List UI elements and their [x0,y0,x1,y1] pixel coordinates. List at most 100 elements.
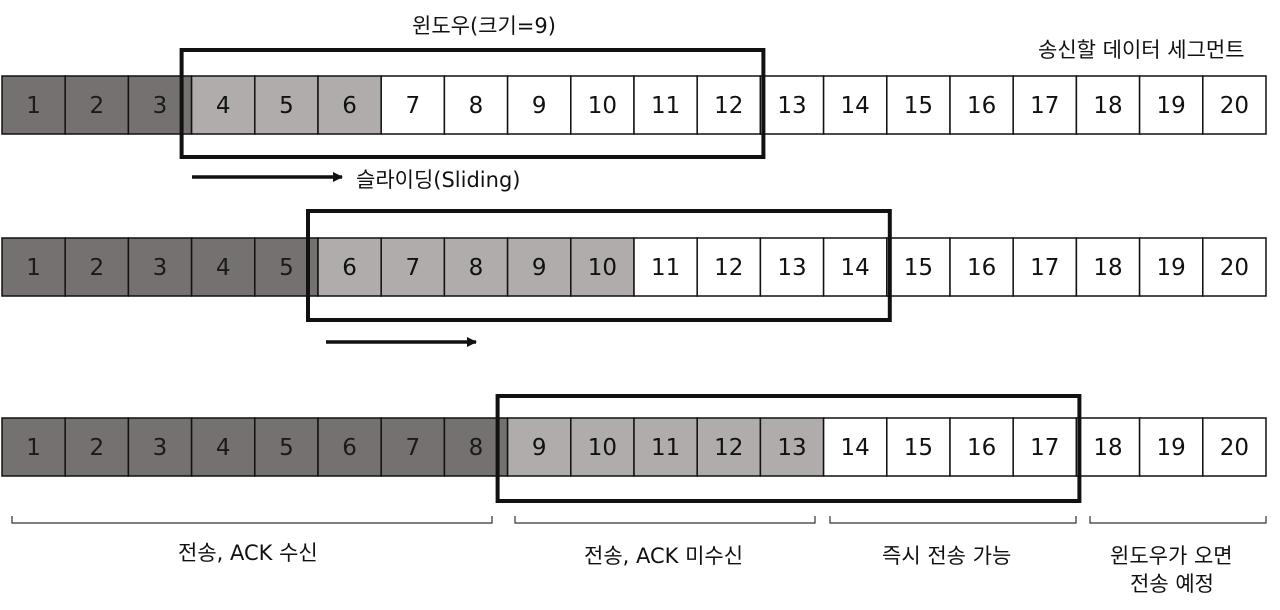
segment-cell [570,75,635,135]
segment-cell [1012,417,1078,477]
segment-number: 13 [777,435,806,461]
segment-number: 11 [651,255,680,281]
segment-cell [1012,237,1078,297]
segment-number: 13 [777,255,806,281]
segment-cell [949,75,1014,135]
segment-number: 18 [1093,435,1122,461]
sliding-window-frame [306,209,892,322]
segment-cell [64,75,130,135]
segment-cell [254,75,319,135]
segment-number: 20 [1220,255,1249,281]
segment-number: 6 [342,255,357,281]
segment-number: 15 [904,93,933,119]
segment-number: 20 [1220,93,1249,119]
segment-cell [380,75,446,135]
segment-cell [127,237,193,297]
segment-cell [1,237,66,297]
segment-cell [1,75,66,135]
segment-number: 6 [342,435,357,461]
segment-number: 8 [469,435,484,461]
segment-number: 8 [469,255,484,281]
segment-cell [443,75,509,135]
segment-cell [1202,237,1267,297]
segment-cell [1012,75,1078,135]
segment-number: 2 [89,255,104,281]
segment-number: 19 [1157,435,1186,461]
segment-number: 18 [1093,93,1122,119]
segment-number: 9 [532,255,547,281]
segment-cell [1075,75,1141,135]
segment-number: 18 [1093,255,1122,281]
segments-label: 송신할 데이터 세그먼트 [1038,38,1245,62]
segment-number: 17 [1030,435,1059,461]
segment-cell [1,417,66,477]
segment-cell [886,237,951,297]
segment-number: 5 [279,93,294,119]
bracket-pending [1089,516,1267,524]
sliding-window-frame [179,48,766,159]
segment-number: 15 [904,255,933,281]
segment-cell [822,237,888,297]
segment-cell [1075,237,1141,297]
segment-number: 11 [651,93,680,119]
segment-cell [506,237,572,297]
segment-number: 12 [714,93,743,119]
segment-cell [886,417,951,477]
segment-number: 16 [967,435,996,461]
segment-number: 3 [153,93,168,119]
segment-number: 15 [904,435,933,461]
segment-number: 17 [1030,93,1059,119]
segment-number: 3 [153,255,168,281]
segment-cell [633,237,698,297]
bracket-sent-unacked [514,516,816,524]
segment-cell [633,417,698,477]
segment-number: 3 [153,435,168,461]
segment-number: 5 [279,435,294,461]
segment-cell [317,75,382,135]
segment-number: 2 [89,435,104,461]
segment-number: 9 [532,93,547,119]
segment-number: 6 [342,93,357,119]
segment-number: 9 [532,435,547,461]
legend-sent-unacked: 전송, ACK 미수신 [584,544,744,568]
segment-cell [1138,417,1204,477]
window-size-label: 윈도우(크기=9) [412,14,556,38]
segment-cell [64,237,130,297]
segment-number: 10 [588,255,617,281]
segment-cell [822,417,888,477]
segment-number: 14 [841,255,870,281]
legend-pending-line2: 전송 예정 [1130,572,1214,596]
segment-cell [254,417,319,477]
segment-number: 8 [469,93,484,119]
segment-number: 10 [588,93,617,119]
segment-cell [570,417,635,477]
segment-number: 14 [841,93,870,119]
segment-cell [759,75,825,135]
segment-number: 13 [777,93,806,119]
segment-number: 7 [405,435,420,461]
segment-number: 14 [841,435,870,461]
bracket-sendable [829,516,1077,524]
segment-cell [443,237,509,297]
segment-cell [822,75,888,135]
segment-number: 19 [1157,255,1186,281]
segment-number: 19 [1157,93,1186,119]
segment-number: 1 [26,435,41,461]
segment-cell [380,237,446,297]
segment-number: 16 [967,255,996,281]
sliding-window-frame [495,394,1082,503]
legend-pending-line1: 윈도우가 오면 [1110,544,1233,568]
segment-number: 2 [89,93,104,119]
segment-number: 4 [216,93,231,119]
sliding-label: 슬라이딩(Sliding) [356,168,521,192]
segment-number: 11 [651,435,680,461]
segment-number: 20 [1220,435,1249,461]
segment-number: 4 [216,255,231,281]
segment-number: 16 [967,93,996,119]
segment-cell [949,417,1014,477]
segment-cell [317,417,382,477]
segment-cell [1202,417,1267,477]
segment-number: 7 [405,255,420,281]
segment-number: 12 [714,255,743,281]
